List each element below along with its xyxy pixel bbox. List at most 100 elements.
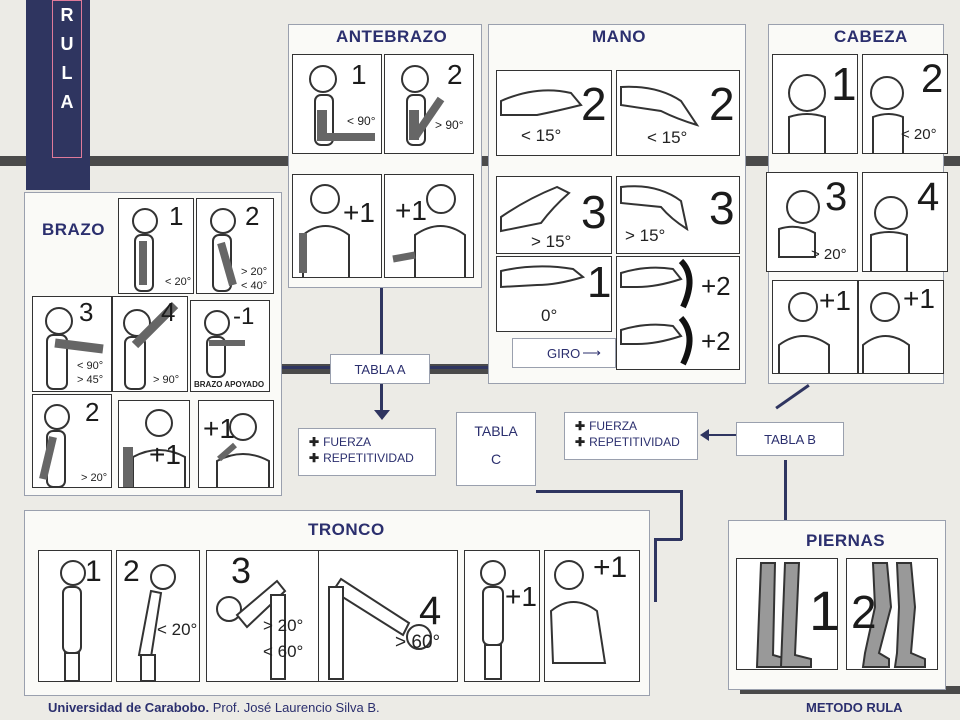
head-side-icon [788,74,826,153]
person-bent-icon [137,564,176,681]
hand-rotate-icon [620,316,693,366]
antebrazo-angle: > 90° [435,118,464,132]
person-twist-icon [480,560,506,680]
rula-letter: R [60,5,74,25]
plus-icon: ✚ [575,435,586,449]
footer-method: METODO RULA [806,700,903,715]
arrow-left-icon [700,429,709,441]
brazo-card-4: 4 > 90° [112,296,188,392]
cabeza-card-2: 2 < 20° [862,54,948,154]
connector-mano-tabla-a [430,366,488,369]
legs-icon [755,562,812,668]
mano-card-3: 3 > 15° [496,176,612,254]
tabla-a-box: TABLA A [330,354,430,384]
tronco-card-1: 1 [38,550,112,682]
footer-org: Universidad de Carabobo. [48,700,210,715]
connector-cabeza-tabla-b [775,384,810,410]
connector-antebrazo-tabla-a [380,288,383,354]
tabla-c-box: TABLA C [456,412,536,486]
antebrazo-card-3: +1 [292,174,382,278]
connector-tronco-right-h [654,538,682,541]
repetitividad-label: REPETITIVIDAD [323,451,414,465]
plus-icon: ✚ [575,419,586,433]
person-side-icon [60,560,86,681]
cabeza-score: +1 [903,283,935,314]
plus-icon: ✚ [309,435,320,449]
cabeza-angle: < 20° [901,126,937,143]
tabla-c-label: TABLA [474,423,518,439]
antebrazo-angle: < 90° [347,114,376,128]
hand-icon [500,89,583,116]
tabla-c-letter: C [490,451,502,467]
cabeza-card-1: 1 [772,54,858,154]
person-front-icon [778,292,830,373]
mano-score: +2 [701,271,731,301]
brazo-card-6: 2 > 20° [32,394,112,488]
hand-icon [500,265,586,289]
tronco-score: +1 [593,551,628,584]
hand-icon [620,85,700,127]
mano-card-2: 2 < 15° [616,70,740,156]
person-front-icon [392,184,466,277]
fuerza-label: FUERZA [589,419,638,433]
brazo-score: +1 [203,413,235,444]
mano-title: MANO [592,27,646,46]
tronco-card-6: +1 [544,550,640,682]
connector-tronco-right-v [680,490,683,540]
mano-angle: < 15° [521,126,562,145]
legs-icon [861,562,926,668]
brazo-score: 2 [245,201,260,231]
connector-brazo-tabla-a [282,366,330,369]
hand-rotate-icon [620,258,693,309]
antebrazo-score: +1 [395,195,427,226]
person-front-icon [862,292,910,373]
brazo-card-5: -1 BRAZO APOYADO [190,300,270,392]
tronco-score: +1 [505,581,537,612]
person-side-icon [401,65,445,146]
brazo-angle: < 20° [165,276,192,288]
brazo-score: 2 [85,397,100,427]
person-side-icon [210,208,237,292]
tabla-b-box: TABLA B [736,422,844,456]
antebrazo-score: 1 [351,59,367,90]
extras-a-box: ✚FUERZA ✚REPETITIVIDAD [298,428,436,476]
brazo-score: +1 [149,439,181,470]
tronco-card-3: 3 > 20° < 60° [206,550,320,682]
tronco-score: 3 [231,550,252,591]
hand-icon [620,185,689,232]
rula-letter: U [60,34,74,54]
mano-score: 2 [709,78,735,130]
piernas-score: 2 [851,586,877,638]
cabeza-card-5: +1 [772,280,858,374]
brazo-score: -1 [233,303,255,330]
brazo-score: 1 [169,201,184,231]
footer-credit: Universidad de Carabobo. Prof. José Laur… [48,700,380,715]
antebrazo-card-4: +1 [384,174,474,278]
tronco-score: 2 [123,555,140,588]
mano-card-1: 2 < 15° [496,70,612,156]
tronco-angle: > 20° [263,616,304,635]
extras-b-box: ✚FUERZA ✚REPETITIVIDAD [564,412,698,460]
mano-score: 1 [587,258,612,307]
head-side-icon [870,76,904,153]
person-front-icon [299,184,350,277]
mano-angle: < 15° [647,128,688,147]
brazo-title: BRAZO [42,220,105,239]
brazo-angle: < 90° [77,360,104,372]
person-side-icon [204,310,245,378]
antebrazo-card-1: 1 < 90° [292,54,382,154]
tronco-angle: < 60° [263,642,304,661]
cabeza-angle: > 20° [811,246,847,263]
antebrazo-score: 2 [447,59,463,90]
person-side-icon [309,65,375,146]
brazo-angle: > 20° [241,266,268,278]
brazo-card-7: +1 [118,400,190,488]
cabeza-score: +1 [819,285,851,316]
cabeza-card-4: 4 [862,172,948,272]
arrow-right-icon: ⟶ [582,345,601,360]
hand-icon [500,185,571,233]
head-side-icon [870,196,908,271]
giro-label: GIRO [547,345,581,361]
cabeza-score: 4 [917,175,940,219]
repetitividad-label: REPETITIVIDAD [589,435,680,449]
